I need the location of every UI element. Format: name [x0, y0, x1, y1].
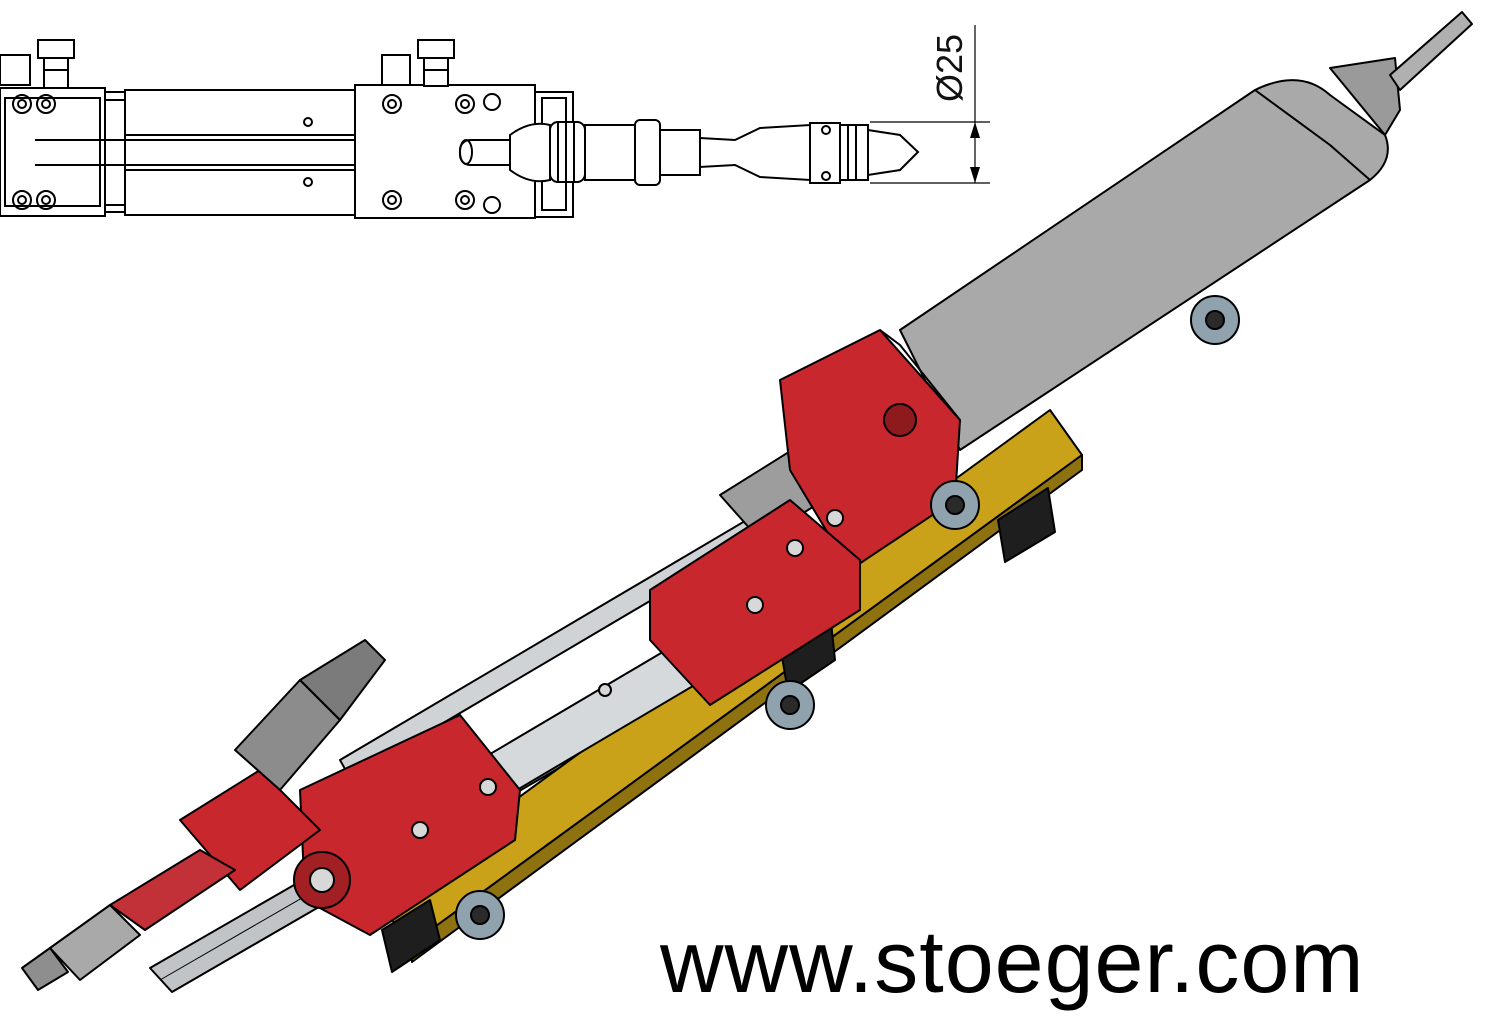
electric-screwdriver-motor: [899, 79, 1389, 451]
dimension-label: Ø25: [929, 34, 970, 102]
bolt-circles: [12, 93, 501, 214]
technical-line-drawing: [0, 25, 990, 219]
diameter-dimension: [870, 25, 990, 184]
isometric-assembly: [21, 11, 1473, 993]
bit-tip: [21, 947, 69, 991]
motor-cable: [1389, 11, 1473, 91]
pneumatic-fitting-top-left: [0, 39, 75, 89]
pneumatic-fittings: [455, 295, 1240, 940]
bit-holder: [49, 904, 141, 981]
spindle-line-drawing: [459, 119, 920, 186]
socket-head-screws: [411, 509, 844, 839]
drive-shaft: [109, 849, 236, 931]
pneumatic-fitting-top-right: [381, 39, 455, 87]
company-website: www.stoeger.com: [660, 912, 1365, 1011]
